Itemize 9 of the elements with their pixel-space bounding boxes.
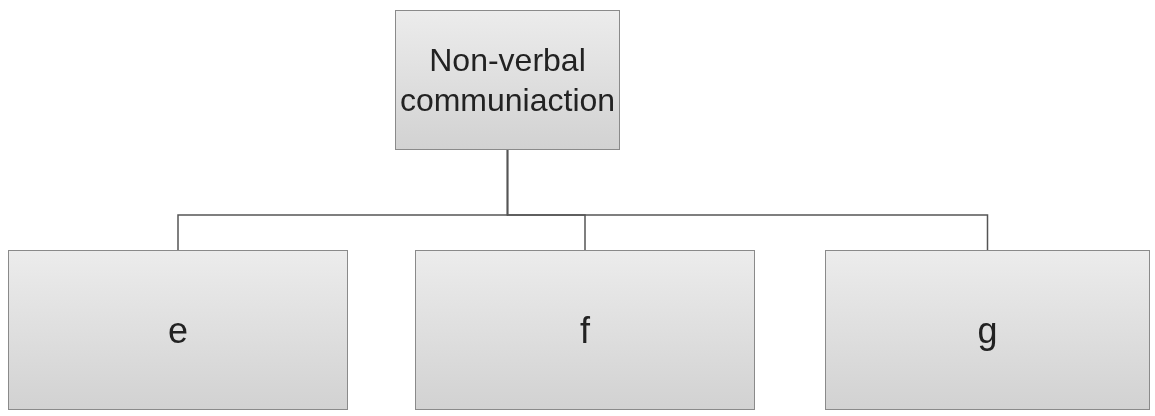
hierarchy-box (395, 10, 620, 150)
box-label: e (168, 308, 188, 353)
hierarchy-box (415, 250, 755, 410)
hierarchy-box (8, 250, 348, 410)
box-label: Non-verbal communiaction (399, 41, 616, 120)
hierarchy-box (825, 250, 1150, 410)
box-label: g (977, 308, 998, 353)
connector-line (506, 149, 989, 251)
box-label: f (580, 308, 590, 353)
